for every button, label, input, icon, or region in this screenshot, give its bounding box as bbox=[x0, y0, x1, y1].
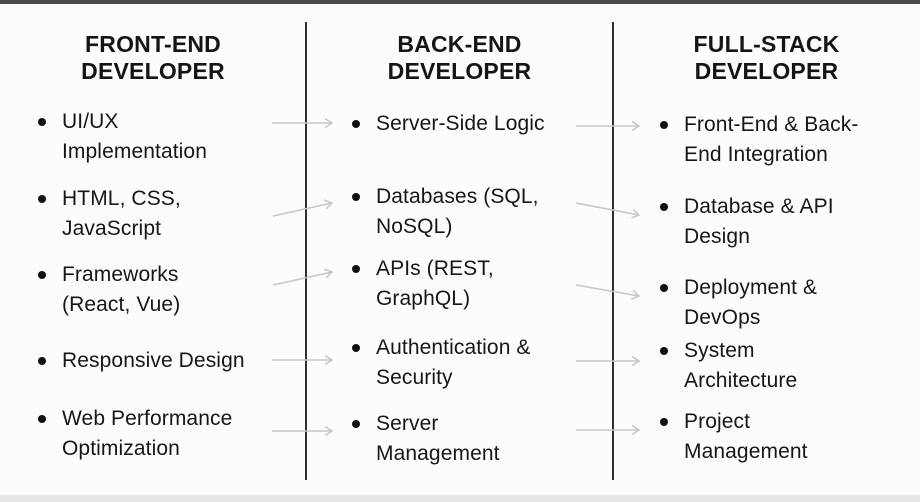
item-text: Frameworks (React, Vue) bbox=[62, 263, 181, 316]
item-text: Database & API Design bbox=[684, 195, 834, 248]
bullet-icon bbox=[352, 344, 360, 352]
list-item: Server-Side Logic bbox=[352, 109, 545, 139]
list-item: APIs (REST, GraphQL) bbox=[352, 254, 494, 314]
item-text: Databases (SQL, NoSQL) bbox=[376, 185, 539, 238]
column-title-back-end: BACK-END DEVELOPER bbox=[387, 31, 532, 84]
bullet-icon bbox=[352, 420, 360, 428]
list-item: Project Management bbox=[660, 407, 808, 467]
list-item: UI/UX Implementation bbox=[38, 107, 207, 167]
item-text: Server Management bbox=[376, 412, 500, 465]
connector-arrow bbox=[575, 202, 639, 215]
list-item: HTML, CSS, JavaScript bbox=[38, 184, 181, 244]
bullet-icon bbox=[660, 121, 668, 129]
column-divider-1 bbox=[305, 22, 307, 480]
list-item: Web Performance Optimization bbox=[38, 404, 233, 464]
item-text: UI/UX Implementation bbox=[62, 110, 207, 163]
list-item: Responsive Design bbox=[38, 346, 245, 376]
bullet-icon bbox=[38, 118, 46, 126]
bullet-icon bbox=[352, 265, 360, 273]
list-item: Front-End & Back- End Integration bbox=[660, 110, 859, 170]
item-text: Web Performance Optimization bbox=[62, 407, 233, 460]
column-divider-2 bbox=[612, 22, 614, 480]
list-item: System Architecture bbox=[660, 336, 798, 396]
bullet-icon bbox=[660, 418, 668, 426]
bullet-icon bbox=[660, 347, 668, 355]
bullet-icon bbox=[352, 193, 360, 201]
list-item: Server Management bbox=[352, 409, 500, 469]
item-text: APIs (REST, GraphQL) bbox=[376, 257, 494, 310]
list-item: Frameworks (React, Vue) bbox=[38, 260, 181, 320]
bullet-icon bbox=[38, 195, 46, 203]
bullet-icon bbox=[38, 415, 46, 423]
top-edge-bar bbox=[0, 0, 920, 4]
item-text: HTML, CSS, JavaScript bbox=[62, 187, 181, 240]
column-title-front-end: FRONT-END DEVELOPER bbox=[81, 31, 225, 84]
connector-arrow bbox=[272, 203, 332, 217]
item-text: System Architecture bbox=[684, 339, 798, 392]
item-text: Server-Side Logic bbox=[376, 112, 545, 135]
bottom-edge-bar bbox=[0, 495, 920, 502]
connector-arrow bbox=[272, 272, 332, 286]
bullet-icon bbox=[38, 271, 46, 279]
column-title-full-stack: FULL-STACK DEVELOPER bbox=[693, 31, 840, 84]
item-text: Project Management bbox=[684, 410, 808, 463]
item-text: Authentication & Security bbox=[376, 336, 531, 389]
item-text: Front-End & Back- End Integration bbox=[684, 113, 859, 166]
item-text: Deployment & DevOps bbox=[684, 276, 818, 329]
bullet-icon bbox=[660, 203, 668, 211]
list-item: Database & API Design bbox=[660, 192, 834, 252]
bullet-icon bbox=[352, 120, 360, 128]
item-text: Responsive Design bbox=[62, 349, 245, 372]
connector-arrow bbox=[575, 284, 639, 296]
list-item: Authentication & Security bbox=[352, 333, 531, 393]
bullet-icon bbox=[660, 284, 668, 292]
bullet-icon bbox=[38, 357, 46, 365]
list-item: Databases (SQL, NoSQL) bbox=[352, 182, 539, 242]
list-item: Deployment & DevOps bbox=[660, 273, 818, 333]
